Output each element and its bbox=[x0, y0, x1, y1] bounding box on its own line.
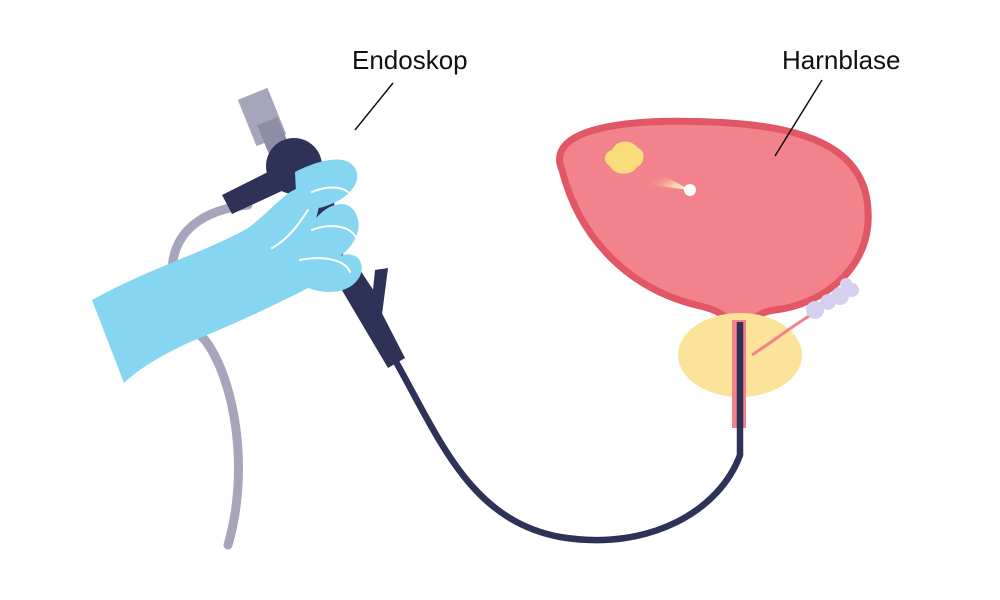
leader-line-harnblase bbox=[774, 79, 823, 157]
bladder-label: Harnblase bbox=[782, 45, 901, 75]
endoscope-light-beam bbox=[642, 168, 690, 190]
endoscope-label: Endoskop bbox=[352, 45, 468, 75]
gloved-hand bbox=[92, 159, 362, 383]
bladder-body bbox=[556, 117, 872, 332]
leader-line-endoskop bbox=[354, 82, 394, 131]
endoscope-tip bbox=[684, 184, 696, 196]
tumor-blob bbox=[604, 141, 644, 174]
bladder bbox=[556, 117, 872, 332]
light-cable bbox=[167, 200, 253, 550]
seminal-vesicle bbox=[751, 278, 859, 357]
